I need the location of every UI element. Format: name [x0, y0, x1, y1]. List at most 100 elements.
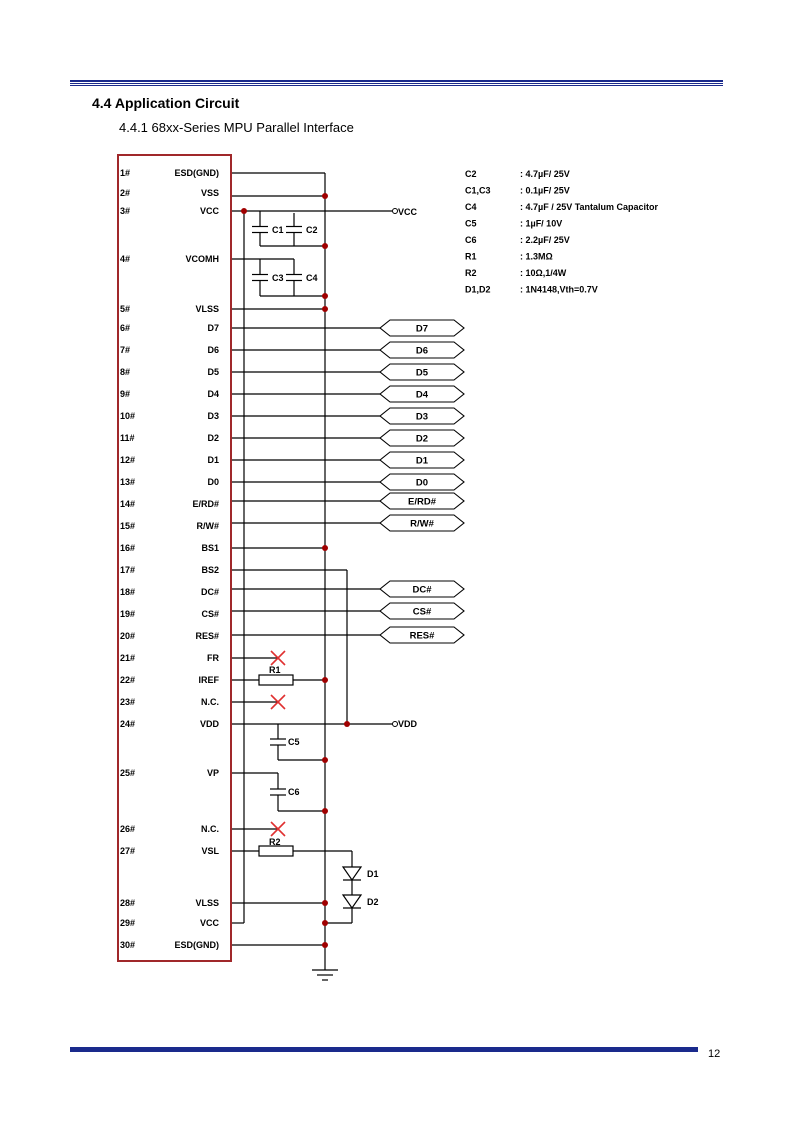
pin-name: VDD [200, 719, 220, 729]
signal-tag [379, 429, 465, 447]
legend-value: : 1N4148,Vth=0.7V [520, 285, 598, 295]
pin-number: 27# [120, 846, 135, 856]
junction-dot [322, 677, 328, 683]
junction-dot [344, 721, 350, 727]
pin-name: VLSS [195, 304, 219, 314]
legend-ref: C4 [465, 202, 477, 212]
signal-tag-label: DC# [412, 585, 432, 596]
pin-name: D4 [207, 389, 219, 399]
legend-value: : 1.3MΩ [520, 252, 553, 262]
legend-ref: R1 [465, 252, 477, 262]
pin-number: 24# [120, 719, 135, 729]
signal-tag-label: D3 [416, 412, 428, 423]
d1-diode [341, 866, 363, 882]
signal-tag [379, 341, 465, 359]
c4-label: C4 [306, 273, 318, 283]
signal-tag [379, 363, 465, 381]
signal-tag-label: D6 [416, 346, 428, 357]
legend-ref: C1,C3 [465, 186, 491, 196]
c1-label: C1 [272, 225, 284, 235]
pin-name: D3 [207, 411, 219, 421]
legend-value: : 4.7µF / 25V Tantalum Capacitor [520, 202, 659, 212]
pin-name: VSS [201, 188, 219, 198]
pin-number: 30# [120, 940, 135, 950]
c6-label: C6 [288, 787, 300, 797]
r1-label: R1 [269, 665, 281, 675]
legend-value: : 1µF/ 10V [520, 219, 562, 229]
no-connect-mark [270, 650, 286, 666]
header-rule-top [70, 80, 723, 82]
pin-name: RES# [195, 631, 219, 641]
legend-ref: C5 [465, 219, 477, 229]
pin-number: 8# [120, 367, 130, 377]
signal-tag [379, 407, 465, 425]
connector-box [117, 154, 232, 962]
pin-name: D2 [207, 433, 219, 443]
signal-tag-label: RES# [410, 631, 436, 642]
pin-number: 16# [120, 543, 135, 553]
junction-dot [322, 900, 328, 906]
pin-number: 19# [120, 609, 135, 619]
legend-value: : 2.2µF/ 25V [520, 235, 570, 245]
pin-number: 23# [120, 697, 135, 707]
pin-number: 17# [120, 565, 135, 575]
pin-number: 1# [120, 168, 130, 178]
signal-tag [379, 626, 465, 644]
signal-tag-label: D1 [416, 456, 429, 467]
legend-value: : 10Ω,1/4W [520, 268, 567, 278]
d2-diode [341, 894, 363, 910]
pin-number: 9# [120, 389, 130, 399]
pin-name: VLSS [195, 898, 219, 908]
pin-number: 12# [120, 455, 135, 465]
junction-dot [322, 545, 328, 551]
r2-label: R2 [269, 837, 281, 847]
c2-label: C2 [306, 225, 318, 235]
header-rule-middle [70, 83, 723, 84]
c3-label: C3 [272, 273, 284, 283]
pin-name: CS# [201, 609, 219, 619]
pin-name: D6 [207, 345, 219, 355]
pin-name: VSL [201, 846, 219, 856]
vcc-rail-label: VCC [398, 207, 418, 217]
pin-name: N.C. [201, 824, 219, 834]
pin-number: 26# [120, 824, 135, 834]
legend-ref: C6 [465, 235, 477, 245]
junction-dot [322, 293, 328, 299]
pin-name: ESD(GND) [175, 168, 220, 178]
signal-tag-label: E/RD# [408, 497, 437, 508]
pin-number: 6# [120, 323, 130, 333]
pin-number: 10# [120, 411, 135, 421]
vdd-rail-label: VDD [398, 719, 418, 729]
pin-name: D7 [207, 323, 219, 333]
pin-name: IREF [198, 675, 219, 685]
signal-tag-label: CS# [413, 607, 432, 618]
r2-resistor [258, 845, 294, 857]
pin-number: 3# [120, 206, 130, 216]
signal-tag [379, 451, 465, 469]
pin-number: 2# [120, 188, 130, 198]
pin-name: DC# [201, 587, 219, 597]
pin-number: 25# [120, 768, 135, 778]
c5-label: C5 [288, 737, 300, 747]
signal-tag-label: D0 [416, 478, 428, 489]
signal-tag [379, 492, 465, 510]
pin-name: VCC [200, 918, 220, 928]
junction-dot [322, 757, 328, 763]
junction-dot [322, 306, 328, 312]
signal-tag-label: R/W# [410, 519, 434, 530]
junction-dot [322, 193, 328, 199]
signal-tag [379, 385, 465, 403]
pin-name: N.C. [201, 697, 219, 707]
pin-number: 22# [120, 675, 135, 685]
pin-name: R/W# [197, 521, 220, 531]
pin-name: D0 [207, 477, 219, 487]
subsection-heading: 4.4.1 68xx-Series MPU Parallel Interface [119, 120, 354, 135]
pin-name: VCC [200, 206, 220, 216]
pin-number: 29# [120, 918, 135, 928]
pin-name: FR [207, 653, 219, 663]
pin-number: 20# [120, 631, 135, 641]
vdd-terminal [392, 721, 398, 727]
pin-number: 11# [120, 433, 135, 443]
section-heading: 4.4 Application Circuit [92, 95, 240, 111]
legend-ref: R2 [465, 268, 477, 278]
